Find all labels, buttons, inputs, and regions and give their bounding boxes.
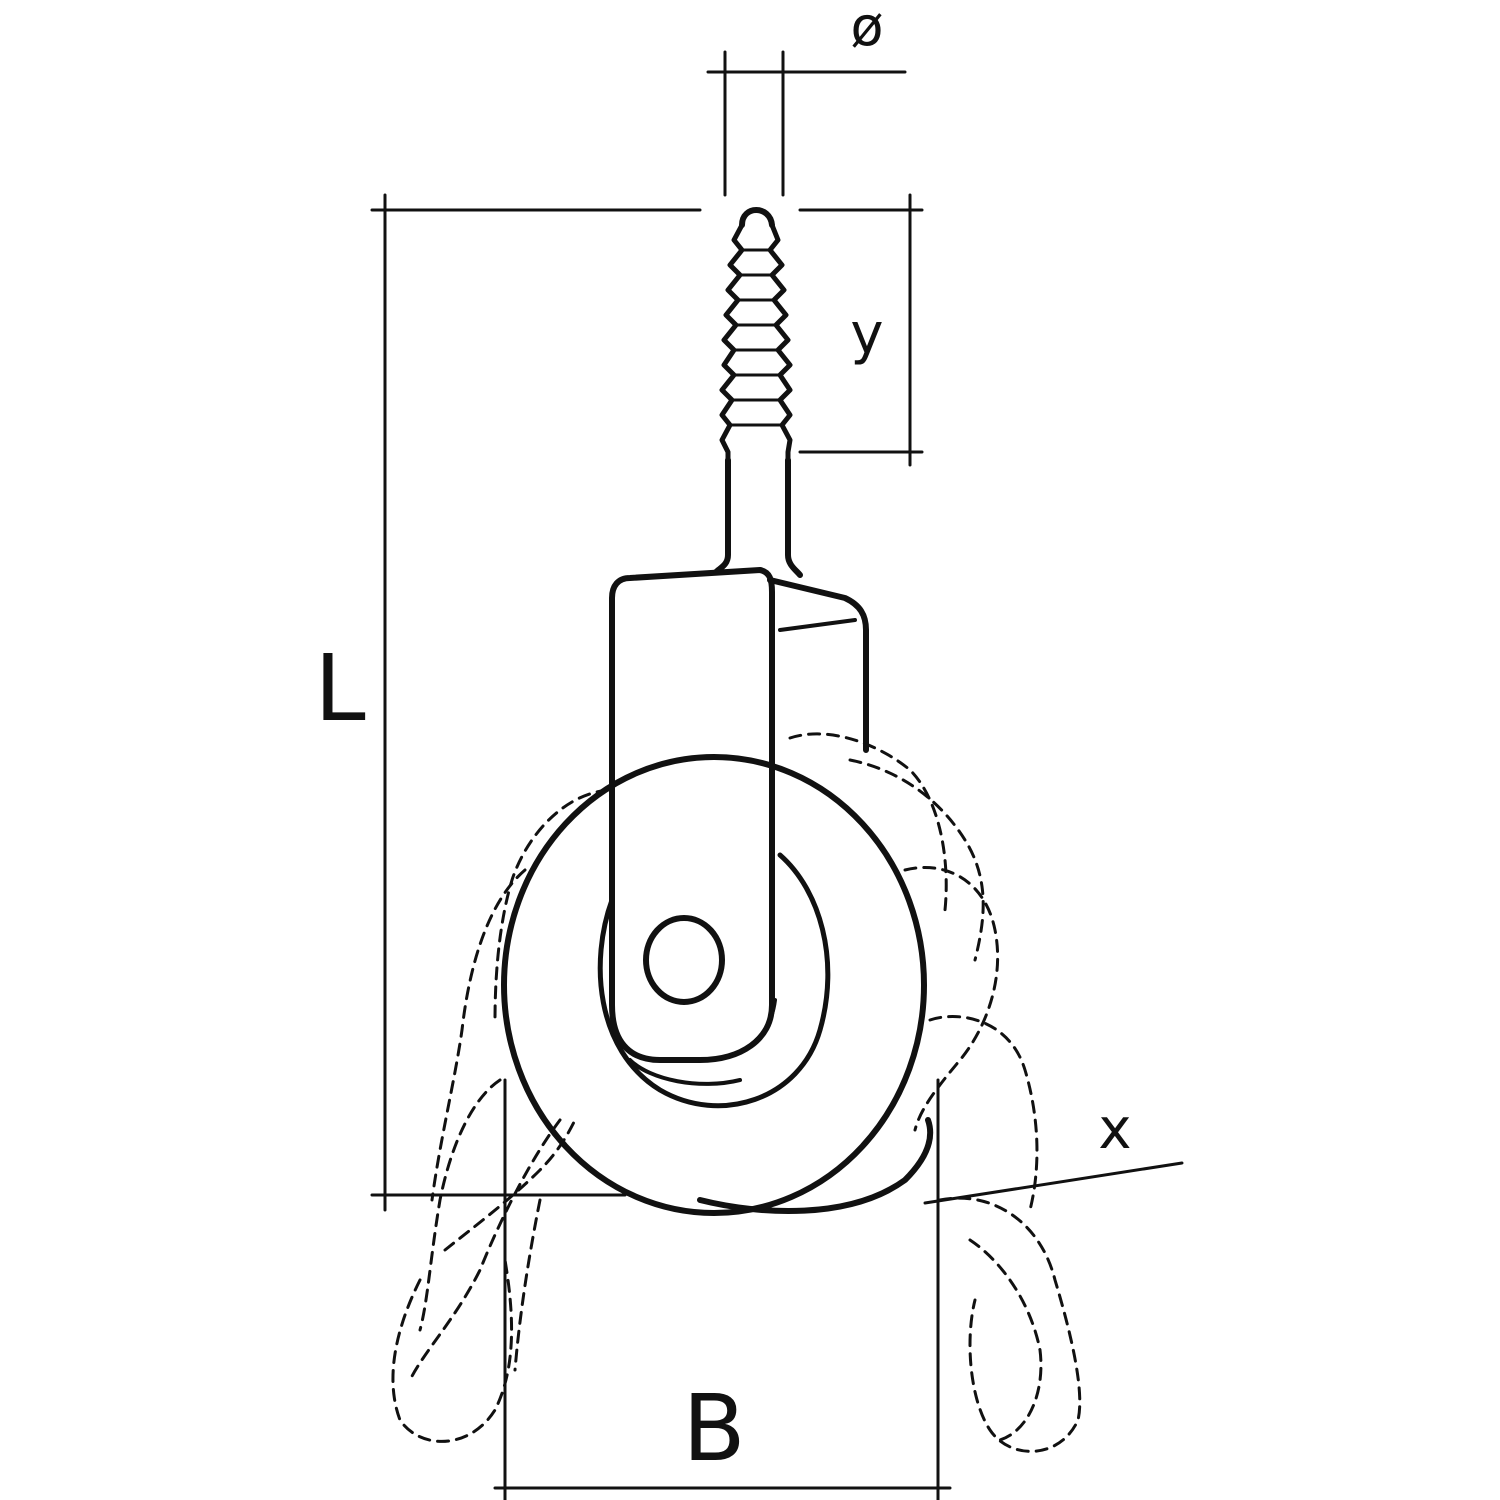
rope-right-loop bbox=[938, 1196, 1082, 1453]
screw-tip bbox=[739, 207, 775, 228]
shank-left-edge bbox=[713, 457, 731, 575]
rope-right-mid bbox=[903, 866, 1000, 1132]
bracket-rear-edge bbox=[767, 577, 869, 753]
rope-left-twist-2 bbox=[443, 1118, 577, 1252]
rope-left-outer bbox=[430, 868, 527, 1202]
rope-label: x bbox=[1098, 1097, 1131, 1162]
thread-left-profile bbox=[719, 222, 745, 468]
rope-right-top bbox=[788, 732, 948, 912]
bracket-rear-fold bbox=[778, 618, 857, 632]
total-length-label: L bbox=[314, 635, 365, 742]
wheel-hub-inner bbox=[628, 1058, 742, 1086]
rope-left-mid bbox=[418, 1078, 502, 1332]
thread-length-label: y bbox=[850, 302, 883, 367]
wheel-front-rim bbox=[501, 754, 927, 1216]
rope-left-upper bbox=[493, 788, 610, 1022]
rope-outline bbox=[391, 732, 1082, 1453]
thread-right-profile bbox=[767, 222, 793, 468]
rope-left-twist-1 bbox=[408, 1118, 562, 1382]
rope-left-loop bbox=[391, 1258, 514, 1443]
diameter-label: ø bbox=[850, 0, 883, 58]
rope-right-outer bbox=[848, 758, 985, 962]
width-label: B bbox=[682, 1375, 745, 1482]
bracket-front-plate bbox=[609, 567, 775, 1063]
screw-hook bbox=[713, 207, 803, 578]
rope-left-inner bbox=[513, 1198, 542, 1372]
rope-right-lower bbox=[928, 1015, 1039, 1212]
rope-leader-line bbox=[923, 1161, 1184, 1205]
rope-right-twist bbox=[968, 1238, 1043, 1442]
pulley-bracket bbox=[609, 567, 869, 1063]
wheel-back-rim bbox=[697, 1117, 934, 1214]
bracket-front-lower-curve bbox=[698, 998, 777, 1062]
pulley-wheel bbox=[501, 754, 934, 1216]
wheel-groove bbox=[597, 852, 831, 1109]
dimension-lines bbox=[370, 50, 1184, 1500]
thread-crests bbox=[728, 248, 784, 427]
axle-hole bbox=[643, 915, 725, 1005]
shank-right-edge bbox=[785, 457, 803, 578]
